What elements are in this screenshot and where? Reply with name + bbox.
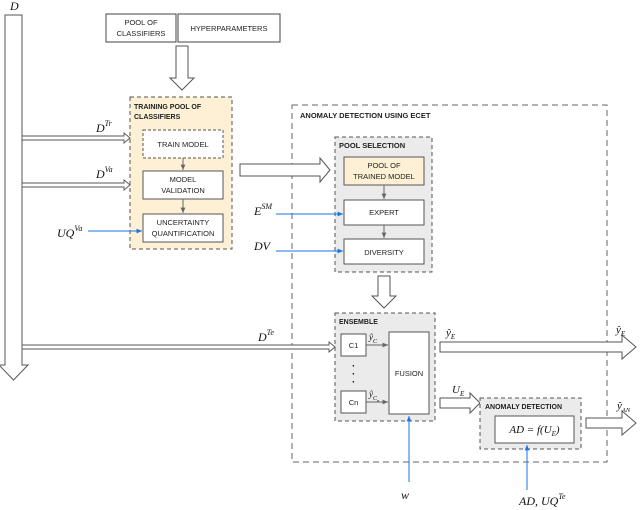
label-y-cn: ŷCn — [368, 389, 380, 403]
label-y-an: ŷAN — [616, 400, 631, 414]
label-D: D — [9, 0, 19, 13]
label-E-sm: ESM — [253, 202, 273, 218]
label-ad-uq-te: AD, UQTe — [518, 492, 566, 508]
ecet-panel-title: ANOMALY DETECTION USING ECET — [300, 111, 431, 120]
data-arrow-D — [0, 14, 30, 381]
training-to-pool-selection-arrow — [239, 156, 331, 184]
label-w: w — [401, 488, 409, 502]
training-pool-title-line2: CLASSIFIERS — [134, 114, 181, 121]
expert-label: EXPERT — [369, 208, 399, 217]
label-D-va: DVa — [95, 165, 113, 181]
label-y-c1: ŷC — [368, 332, 378, 345]
pool-trained-label-line1: POOL OF — [367, 161, 400, 170]
label-DV: DV — [253, 239, 272, 253]
pool-of-classifiers-label-line1: POOL OF — [124, 18, 157, 27]
diversity-box — [343, 238, 425, 265]
y-an-output-arrow — [585, 409, 637, 437]
label-y-e: ŷE — [445, 327, 456, 341]
uq-label-line2: QUANTIFICATION — [152, 229, 215, 238]
inputs-to-training-arrow — [168, 45, 196, 91]
hyperparameters-label: HYPERPARAMETERS — [191, 24, 268, 33]
anomaly-detection-ecet-panel — [291, 104, 608, 463]
anomaly-detection-title: ANOMALY DETECTION — [485, 404, 562, 411]
diversity-label: DIVERSITY — [364, 248, 404, 257]
u-e-arrow — [439, 391, 481, 415]
fusion-box — [388, 331, 430, 415]
classifier-c1-label: C1 — [349, 341, 359, 350]
train-model-label: TRAIN MODEL — [157, 140, 208, 149]
ensemble-dots-1: · — [352, 361, 355, 372]
D-tr-arrow — [21, 132, 131, 144]
D-te-arrow — [21, 341, 336, 353]
D-va-arrow — [21, 179, 131, 191]
label-UQ-va: UQVa — [57, 224, 82, 240]
pool-selection-to-ensemble-arrow — [370, 275, 398, 309]
model-validation-label-line2: VALIDATION — [161, 186, 204, 195]
pool-of-trained-model-box — [343, 156, 425, 186]
y-e-output-arrow — [439, 333, 637, 361]
fusion-label: FUSION — [395, 369, 423, 378]
hyperparameters-box — [177, 13, 281, 43]
ad-formula-box — [494, 415, 575, 444]
ensemble-dots-2: · — [352, 369, 355, 380]
uq-label-line1: UNCERTAINTY — [157, 218, 210, 227]
model-validation-label-line1: MODEL — [170, 175, 197, 184]
ensemble-dots-3: · — [352, 377, 355, 388]
label-D-tr: DTr — [95, 119, 113, 135]
label-y-e-out: ŷE — [615, 324, 626, 338]
uncertainty-quantification-box — [142, 213, 224, 243]
pool-selection-title: POOL SELECTION — [339, 141, 405, 150]
classifier-cn-label: Cn — [349, 398, 359, 407]
ad-formula: AD = f(UE) — [508, 424, 560, 438]
pool-of-classifiers-label-line2: CLASSIFIERS — [117, 29, 166, 38]
label-u-e: UE — [452, 384, 465, 398]
label-D-te: DTe — [257, 328, 274, 344]
training-pool-title-line1: TRAINING POOL OF — [134, 104, 202, 111]
ensemble-title: ENSEMBLE — [339, 319, 378, 326]
pool-of-classifiers-box — [105, 13, 177, 43]
pool-trained-label-line2: TRAINED MODEL — [353, 172, 415, 181]
expert-box — [343, 199, 425, 226]
